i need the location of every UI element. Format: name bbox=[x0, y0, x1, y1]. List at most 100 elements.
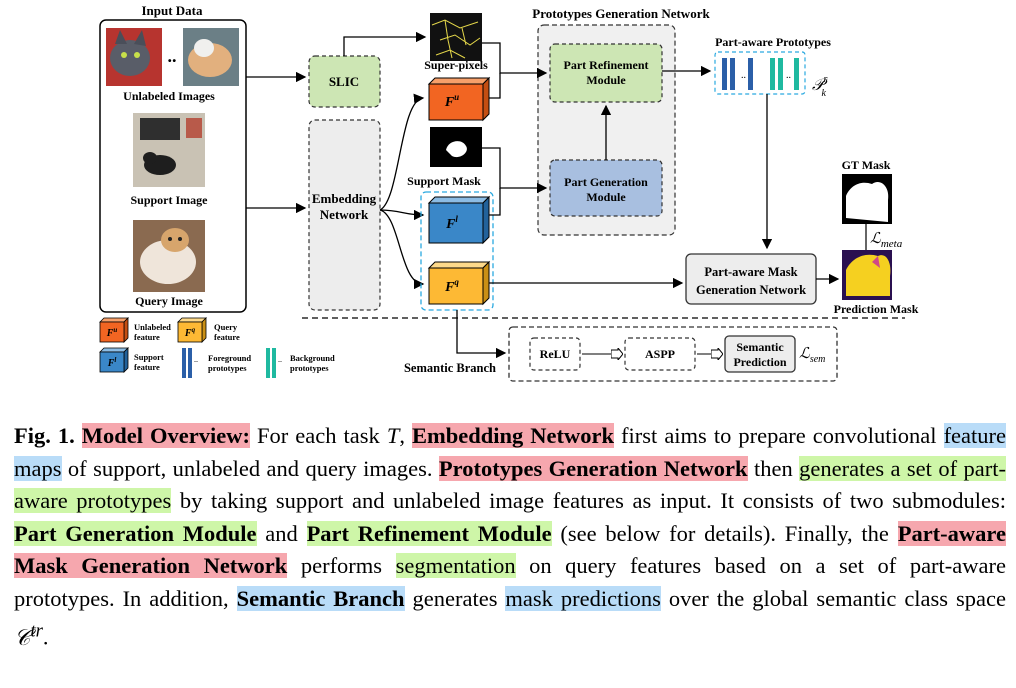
svg-text:feature: feature bbox=[134, 332, 160, 342]
prediction-mask-image bbox=[842, 250, 892, 300]
arrow-embedding-to-fq bbox=[379, 209, 425, 290]
pgn-title: Prototypes Generation Network bbox=[532, 6, 710, 21]
hl-semantic-branch: Semantic Branch bbox=[236, 585, 405, 611]
hl-prototypes-generation-network: Prototypes Generation Network bbox=[438, 455, 748, 481]
svg-text:Support: Support bbox=[134, 352, 164, 362]
hl-segmentation: segmentation bbox=[395, 553, 516, 578]
l-sem-symbol: ℒsem bbox=[799, 346, 825, 365]
unlabeled-image-1 bbox=[106, 28, 162, 86]
svg-text:feature: feature bbox=[134, 362, 160, 372]
caption-text-10: on query features based on a set of part… bbox=[14, 553, 1006, 611]
caption-text-4: of support, unlabeled and query images. bbox=[61, 455, 439, 481]
slic-label: SLIC bbox=[329, 74, 359, 89]
arrow-slic-to-superpixels bbox=[343, 31, 427, 56]
feature-fq-cube: Fq bbox=[427, 260, 491, 306]
embedding-network-box bbox=[308, 119, 381, 311]
svg-text:Fl: Fl bbox=[445, 214, 458, 232]
foreground-prototypes-icon: .. bbox=[722, 58, 753, 90]
embedding-network-label-1: Embedding bbox=[312, 191, 377, 206]
arrow-fl-to-generation bbox=[489, 188, 501, 216]
figure-caption: Fig. 1. Model Overview: For each task T,… bbox=[14, 420, 1007, 654]
hl-part-generation-module: Part Generation Module bbox=[14, 520, 257, 546]
model-overview-figure: Input Data .. Unlabeled Images Support I… bbox=[99, 3, 919, 382]
part-generation-label-2: Module bbox=[586, 190, 626, 204]
unlabeled-image-2 bbox=[183, 28, 239, 86]
arrow-mask-to-generation bbox=[482, 147, 548, 194]
svg-text:feature: feature bbox=[214, 332, 240, 342]
part-refinement-label-1: Part Refinement bbox=[564, 58, 649, 72]
caption-text-13: . bbox=[42, 624, 49, 650]
legend-query-feature: Fq Query feature bbox=[177, 317, 240, 343]
arrow-fq-to-semantic bbox=[456, 310, 507, 359]
part-aware-prototypes-title: Part-aware Prototypes bbox=[715, 35, 831, 49]
caption-text-8: (see below for details). Finally, the bbox=[551, 520, 898, 546]
feature-fl-cube: Fl bbox=[427, 195, 491, 245]
legend-foreground-prototypes: .. Foreground prototypes bbox=[182, 348, 251, 378]
prediction-mask-label: Prediction Mask bbox=[834, 302, 919, 316]
hl-part-refinement-module: Part Refinement Module bbox=[306, 520, 552, 546]
query-image-label: Query Image bbox=[135, 294, 203, 308]
pamgn-label-1: Part-aware Mask bbox=[704, 265, 797, 279]
relu-box bbox=[529, 337, 581, 371]
svg-text:Fl: Fl bbox=[107, 356, 117, 369]
svg-text:..: .. bbox=[194, 355, 198, 364]
super-pixels-label: Super-pixels bbox=[424, 58, 488, 72]
arrow-embedding-to-fl bbox=[379, 209, 425, 221]
gt-mask-image bbox=[842, 174, 892, 224]
semantic-prediction-label-1: Semantic bbox=[736, 340, 784, 354]
l-meta-symbol: ℒmeta bbox=[870, 231, 903, 250]
embedding-network-label-2: Network bbox=[320, 207, 369, 222]
figure-number: Fig. 1. bbox=[14, 423, 75, 448]
legend: Fu Unlabeled feature Fq Query feature Fl… bbox=[99, 317, 335, 378]
query-image bbox=[133, 220, 205, 292]
relu-label: ReLU bbox=[540, 347, 571, 361]
caption-text-9: performs bbox=[287, 553, 396, 578]
support-image bbox=[133, 113, 205, 187]
caption-text-6: by taking support and unlabeled image fe… bbox=[171, 488, 1006, 513]
arrow-superpixels-to-refinement bbox=[482, 42, 548, 79]
svg-text:Fq: Fq bbox=[444, 277, 459, 295]
svg-text:prototypes: prototypes bbox=[290, 363, 329, 373]
legend-support-feature: Fl Support feature bbox=[99, 347, 164, 373]
hl-embedding-network: Embedding Network bbox=[411, 423, 615, 448]
aspp-box bbox=[624, 337, 696, 371]
caption-text-2: , bbox=[399, 423, 412, 448]
svg-text:Fu: Fu bbox=[106, 326, 118, 339]
part-refinement-label-2: Module bbox=[586, 73, 626, 87]
svg-text:Foreground: Foreground bbox=[208, 353, 251, 363]
arrow-fu-to-refinement bbox=[489, 73, 501, 99]
task-symbol: T bbox=[386, 423, 400, 448]
legend-background-prototypes: .. Background prototypes bbox=[266, 348, 335, 378]
caption-text-1: For each task bbox=[250, 423, 387, 448]
svg-text:..: .. bbox=[741, 70, 746, 81]
svg-text:Query: Query bbox=[214, 322, 238, 332]
input-data-title: Input Data bbox=[141, 3, 203, 18]
semantic-branch-label: Semantic Branch bbox=[404, 361, 496, 375]
arrow-embedding-to-fu bbox=[379, 93, 425, 211]
hl-model-overview: Model Overview: bbox=[81, 423, 251, 448]
svg-text:Fq: Fq bbox=[184, 326, 196, 339]
part-generation-label-1: Part Generation bbox=[564, 175, 648, 189]
svg-text:Fu: Fu bbox=[444, 92, 459, 110]
gt-mask-label: GT Mask bbox=[842, 158, 891, 172]
svg-text:..: .. bbox=[278, 355, 282, 364]
caption-text-12: over the global semantic class space bbox=[660, 585, 1006, 611]
caption-text-7: and bbox=[256, 520, 307, 546]
support-image-label: Support Image bbox=[130, 193, 208, 207]
super-pixels-image bbox=[430, 13, 482, 61]
svg-text:Background: Background bbox=[290, 353, 335, 363]
part-refinement-module bbox=[549, 43, 663, 103]
pamgn-label-2: Generation Network bbox=[696, 283, 806, 297]
svg-text:Unlabeled: Unlabeled bbox=[134, 322, 171, 332]
caption-text-5: then bbox=[747, 455, 800, 481]
aspp-label: ASPP bbox=[645, 347, 675, 361]
part-aware-prototypes-box bbox=[714, 51, 806, 95]
hl-mask-predictions: mask predictions bbox=[505, 585, 661, 611]
support-mask-image bbox=[430, 127, 482, 167]
feature-fu-cube: Fu bbox=[427, 76, 491, 122]
legend-unlabeled-feature: Fu Unlabeled feature bbox=[99, 317, 171, 343]
background-prototypes-icon: .. bbox=[770, 58, 799, 90]
support-mask-label: Support Mask bbox=[407, 174, 481, 188]
semantic-prediction-label-2: Prediction bbox=[733, 355, 786, 369]
